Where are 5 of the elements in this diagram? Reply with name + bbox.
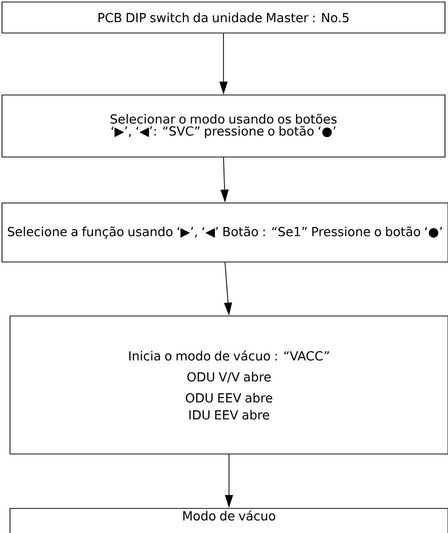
process-box: Inicia o modo de vácuo : “VACC” ODU V/V abre ODU EEV abre IDU EEV abre xyxy=(10,316,448,454)
process-box: Modo de vácuo xyxy=(10,508,448,533)
process-box: PCB DIP switch da unidade Master : No.5 xyxy=(2,2,446,34)
process-box: Selecione a função usando ‘▶’, ‘◀’ Botão : “Se1” Pressione o botão ‘●’ xyxy=(2,202,448,262)
process-box: Selecionar o modo usando os botões ‘▶’, ‘◀’: “SVC” pressione o botão ‘●’ xyxy=(2,94,446,158)
